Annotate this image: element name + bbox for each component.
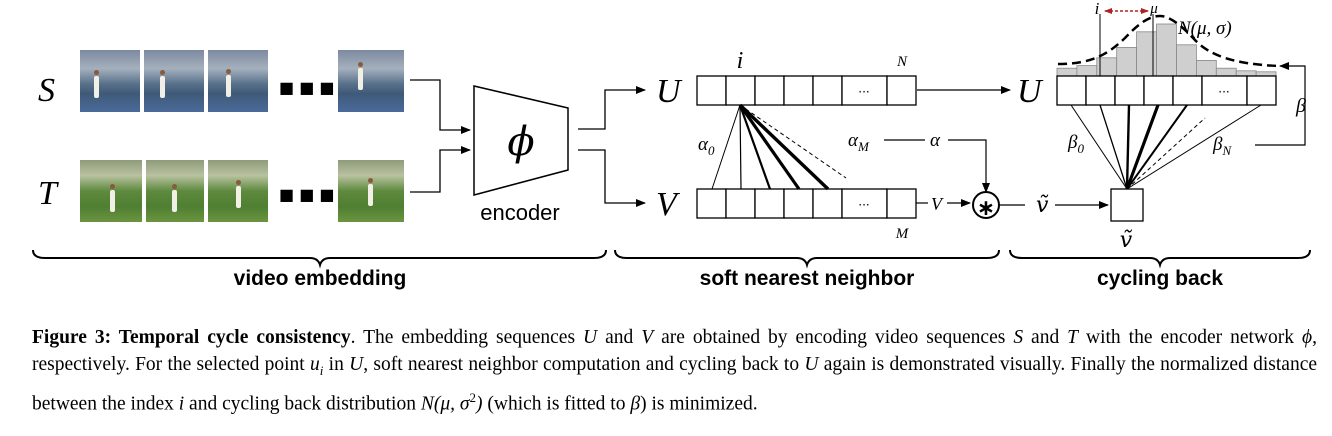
u-row-dots: ··· bbox=[858, 85, 869, 99]
beta-histogram bbox=[1056, 23, 1277, 77]
seq-label-t: T bbox=[38, 175, 59, 212]
caption-math: T bbox=[1067, 327, 1079, 348]
caption-text: , soft nearest neighbor computation and … bbox=[363, 354, 805, 375]
histogram-bar bbox=[1136, 31, 1157, 77]
connector-t-encoder bbox=[410, 146, 471, 193]
caption-text: in bbox=[323, 354, 350, 375]
caption-math-sup: 2 bbox=[469, 389, 477, 405]
seq-label-s: S bbox=[38, 72, 55, 109]
histogram-bar bbox=[1196, 60, 1217, 77]
video-frame-t-3 bbox=[208, 160, 268, 222]
histogram-bar bbox=[1116, 47, 1137, 77]
alpha-label: α bbox=[930, 130, 941, 151]
v-index-m: M bbox=[895, 226, 910, 242]
beta0-label: β0 bbox=[1067, 132, 1084, 156]
histogram-bar bbox=[1215, 67, 1237, 77]
v-embedding-row bbox=[696, 188, 917, 219]
gaussian-curve bbox=[1057, 14, 1279, 68]
bracket-soft-nearest-neighbor bbox=[614, 249, 1000, 269]
caption-math: ϕ bbox=[1302, 327, 1313, 348]
betaN-label: βN bbox=[1212, 134, 1232, 158]
vtilde-bottom: ṽ bbox=[1120, 228, 1133, 253]
video-frame-s-4 bbox=[338, 50, 404, 112]
histogram-bar bbox=[1156, 23, 1177, 77]
beta-label: β bbox=[1295, 95, 1306, 117]
caption-text: ) is minimized. bbox=[640, 393, 758, 415]
caption-math: U bbox=[349, 354, 364, 375]
histogram-bar bbox=[1235, 70, 1257, 77]
bracket-video-embedding bbox=[32, 249, 607, 269]
u-index-n: N bbox=[896, 54, 908, 70]
v-line-label: V bbox=[931, 194, 944, 214]
cycle-u-row-dots: ··· bbox=[1218, 85, 1229, 99]
encoder-symbol: ϕ bbox=[507, 119, 534, 165]
beta-feedback-arrow bbox=[1255, 62, 1306, 146]
alphaM-label: αM bbox=[848, 130, 870, 154]
video-frame-s-3 bbox=[208, 50, 268, 112]
u-embedding-row bbox=[696, 75, 917, 106]
snn-u-label: U bbox=[656, 73, 683, 110]
caption-math: V bbox=[641, 327, 654, 348]
cycle-attention-lines bbox=[1070, 104, 1262, 190]
gaussian-label: N(μ, σ) bbox=[1177, 18, 1232, 39]
alpha0-label: α0 bbox=[698, 134, 715, 158]
caption-math: ) bbox=[476, 393, 483, 415]
encoder-to-v bbox=[578, 149, 646, 207]
vtilde-mid: ṽ bbox=[1036, 193, 1049, 218]
snn-v-label: V bbox=[656, 186, 681, 223]
caption-text: (which is fitted to bbox=[482, 393, 631, 415]
label-cycling-back: cycling back bbox=[1097, 267, 1223, 290]
vtilde-box bbox=[1110, 188, 1144, 222]
caption-math: U bbox=[583, 327, 598, 348]
caption-text: again is demonstrated visually. Finally … bbox=[32, 354, 1318, 415]
video-frame-t-1 bbox=[80, 160, 142, 222]
caption-title: Figure 3: Temporal cycle consistency bbox=[32, 327, 351, 348]
cycle-i-label: i bbox=[1095, 0, 1100, 18]
cycle-mu-label: μ bbox=[1149, 1, 1158, 17]
caption-math: S bbox=[1013, 327, 1024, 348]
caption-math: N(μ, σ bbox=[420, 393, 470, 415]
cycle-u-row bbox=[1056, 75, 1277, 106]
caption-text: are obtained by encoding video sequences bbox=[653, 327, 1014, 348]
caption-text: . The embedding sequences bbox=[350, 327, 584, 348]
caption-math: β bbox=[630, 393, 641, 415]
conv-symbol: ∗ bbox=[977, 196, 995, 221]
encoder-to-u bbox=[578, 86, 646, 130]
encoder-block bbox=[473, 85, 569, 196]
histogram-bar bbox=[1076, 65, 1098, 77]
cycle-u-label: U bbox=[1017, 73, 1044, 110]
alpha-to-conv bbox=[948, 139, 990, 193]
ellipsis-t: ■ ■ ■ bbox=[279, 185, 335, 204]
ellipsis-s: ■ ■ ■ bbox=[279, 78, 335, 97]
caption-text: with the encoder network bbox=[1078, 327, 1303, 348]
caption-text: and bbox=[1023, 327, 1068, 348]
histogram-bar bbox=[1176, 44, 1197, 77]
attention-lines bbox=[711, 103, 847, 191]
caption-math: U bbox=[804, 354, 819, 375]
caption-math: i bbox=[178, 393, 185, 415]
bracket-cycling-back bbox=[1009, 249, 1311, 269]
figure-caption: Figure 3: Temporal cycle consistency. Th… bbox=[32, 324, 1317, 417]
label-video-embedding: video embedding bbox=[234, 267, 407, 290]
video-frame-s-1 bbox=[80, 50, 140, 112]
caption-text: and cycling back distribution bbox=[184, 393, 421, 415]
histogram-bar bbox=[1056, 67, 1078, 77]
diagram-svg: S T ■ ■ ■ ■ ■ ■ ϕ encoder U V ··· i N bbox=[32, 0, 1311, 290]
caption-math: u bbox=[310, 354, 320, 375]
video-frame-s-2 bbox=[144, 50, 204, 112]
connector-s-encoder bbox=[410, 79, 471, 134]
video-frame-t-2 bbox=[146, 160, 204, 222]
caption-math-sub: i bbox=[319, 362, 324, 378]
video-frame-t-4 bbox=[338, 160, 404, 222]
u-index-i: i bbox=[737, 48, 744, 74]
figure: S T ■ ■ ■ ■ ■ ■ ϕ encoder U V ··· i N bbox=[32, 0, 1311, 290]
caption-text: , respectively. For the selected point bbox=[32, 327, 1317, 375]
encoder-label: encoder bbox=[480, 200, 560, 225]
label-soft-nearest-neighbor: soft nearest neighbor bbox=[700, 267, 915, 290]
v-row-dots: ··· bbox=[858, 198, 869, 212]
caption-text: and bbox=[597, 327, 642, 348]
